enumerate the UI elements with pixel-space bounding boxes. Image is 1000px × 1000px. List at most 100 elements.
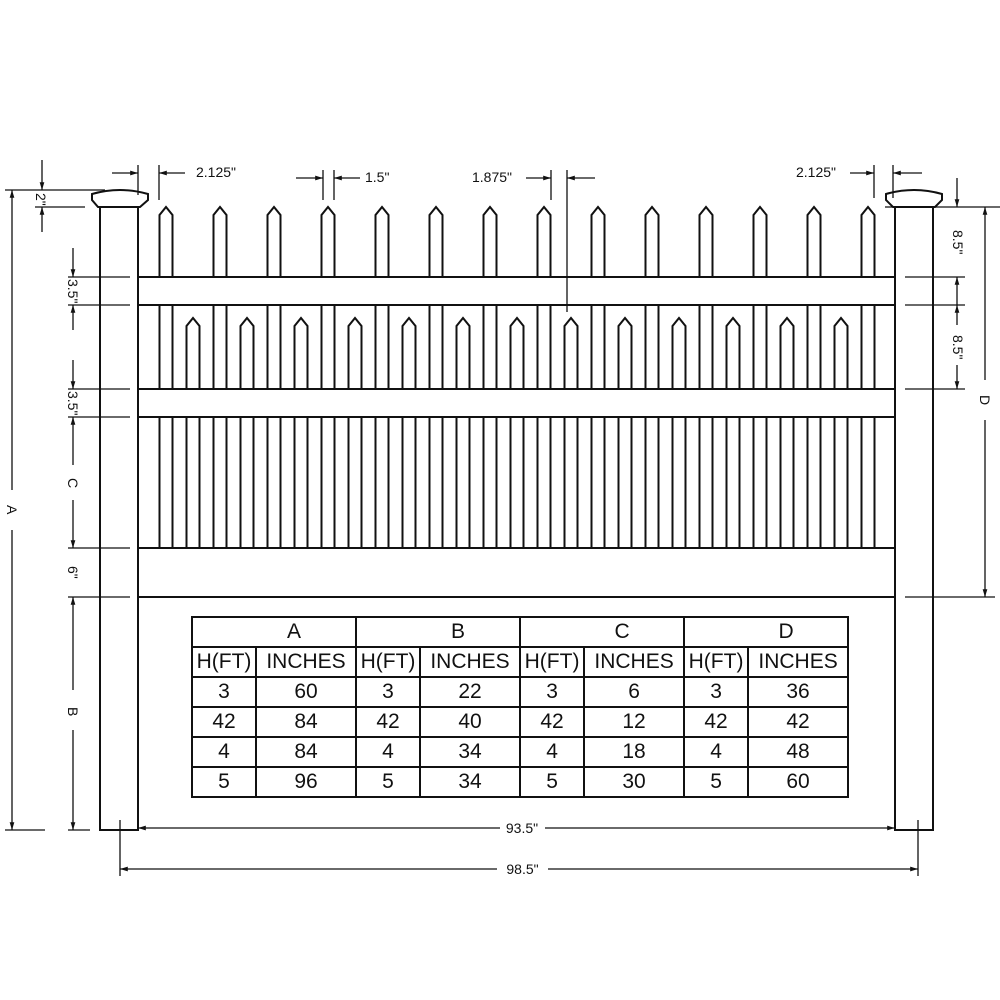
short-picket [293, 316, 309, 548]
table-cell-hft: 4 [683, 736, 750, 768]
rails [137, 276, 896, 598]
dimension-d-label: D [977, 394, 993, 406]
table-cell-inches: 84 [254, 706, 358, 738]
tall-picket [590, 205, 606, 548]
short-picket [509, 316, 525, 548]
tall-picket [428, 205, 444, 548]
table-cell-inches: 96 [254, 766, 358, 798]
picket-gap-label: 1.875" [472, 169, 513, 185]
right-post-cap [885, 189, 943, 208]
table-cell-hft: 5 [355, 766, 422, 798]
right-dimensions [885, 178, 1000, 598]
table-cell-hft: 4 [355, 736, 422, 768]
short-picket [563, 316, 579, 548]
tall-picket [212, 205, 228, 548]
short-picket [401, 316, 417, 548]
top-rail-height-label: 3.5" [65, 278, 81, 304]
right-post [885, 189, 943, 831]
short-picket [617, 316, 633, 548]
dimension-c-label: C [65, 477, 81, 489]
left-post [91, 189, 149, 831]
tall-picket [536, 205, 552, 548]
table-cell-hft: 4 [191, 736, 257, 768]
tall-picket [158, 205, 174, 548]
table-cell-inches: 34 [419, 736, 522, 768]
short-picket [455, 316, 471, 548]
tall-picket [266, 205, 282, 548]
table-cell-hft: 3 [355, 676, 422, 708]
tall-picket [752, 205, 768, 548]
short-picket [725, 316, 741, 548]
mid-rail-height-label: 3.5" [65, 390, 81, 416]
table-cell-hft: 5 [683, 766, 750, 798]
short-picket [185, 316, 201, 548]
table-subheader-inches: INCHES [419, 646, 522, 678]
table-cell-hft: 3 [191, 676, 257, 708]
short-picket [833, 316, 849, 548]
right-post-width-label: 2.125" [796, 164, 837, 180]
dimension-b-label: B [65, 707, 81, 717]
table-subheader-inches: INCHES [254, 646, 358, 678]
top-rail [137, 276, 896, 306]
table-cell-inches: 42 [747, 706, 850, 738]
table-cell-inches: 34 [419, 766, 522, 798]
table-group-header: D [683, 616, 850, 648]
left-dimensions [5, 160, 130, 831]
table-cell-hft: 5 [191, 766, 257, 798]
table-cell-hft: 4 [519, 736, 586, 768]
table-cell-inches: 12 [583, 706, 686, 738]
tall-picket [698, 205, 714, 548]
table-cell-inches: 60 [254, 676, 358, 708]
left-post-width-label: 2.125" [196, 164, 237, 180]
short-picket [779, 316, 795, 548]
short-picket [347, 316, 363, 548]
table-cell-inches: 6 [583, 676, 686, 708]
table-cell-inches: 30 [583, 766, 686, 798]
table-cell-inches: 60 [747, 766, 850, 798]
table-group-header: B [355, 616, 522, 648]
table-cell-hft: 42 [519, 706, 586, 738]
table-subheader-hft: H(FT) [519, 646, 586, 678]
short-picket-spacing-label: 8.5" [950, 334, 966, 360]
tall-picket [644, 205, 660, 548]
short-picket [239, 316, 255, 548]
picket-width-label: 1.5" [365, 169, 390, 185]
top-dimensions [112, 165, 922, 312]
table-cell-hft: 3 [519, 676, 586, 708]
table-subheader-inches: INCHES [583, 646, 686, 678]
cap-height-label: 2" [33, 192, 49, 206]
bottom-dimensions [119, 820, 919, 876]
table-cell-inches: 18 [583, 736, 686, 768]
table-subheader-inches: INCHES [747, 646, 850, 678]
inner-width-label: 93.5" [502, 820, 542, 836]
table-cell-hft: 42 [683, 706, 750, 738]
table-subheader-hft: H(FT) [355, 646, 422, 678]
dimension-a-label: A [4, 505, 20, 515]
tall-picket [482, 205, 498, 548]
tall-picket [320, 205, 336, 548]
middle-rail [137, 388, 896, 418]
table-cell-inches: 36 [747, 676, 850, 708]
table-cell-inches: 40 [419, 706, 522, 738]
table-cell-inches: 48 [747, 736, 850, 768]
table-cell-hft: 5 [519, 766, 586, 798]
table-subheader-hft: H(FT) [191, 646, 257, 678]
table-group-header: C [519, 616, 686, 648]
top-picket-spacing-label: 8.5" [950, 229, 966, 255]
table-group-header: A [190, 616, 358, 648]
overall-width-label: 98.5" [500, 861, 545, 877]
bottom-rail-height-label: 6" [65, 565, 81, 579]
left-post-cap [91, 189, 149, 208]
tall-picket [806, 205, 822, 548]
table-cell-hft: 3 [683, 676, 750, 708]
table-subheader-hft: H(FT) [683, 646, 750, 678]
